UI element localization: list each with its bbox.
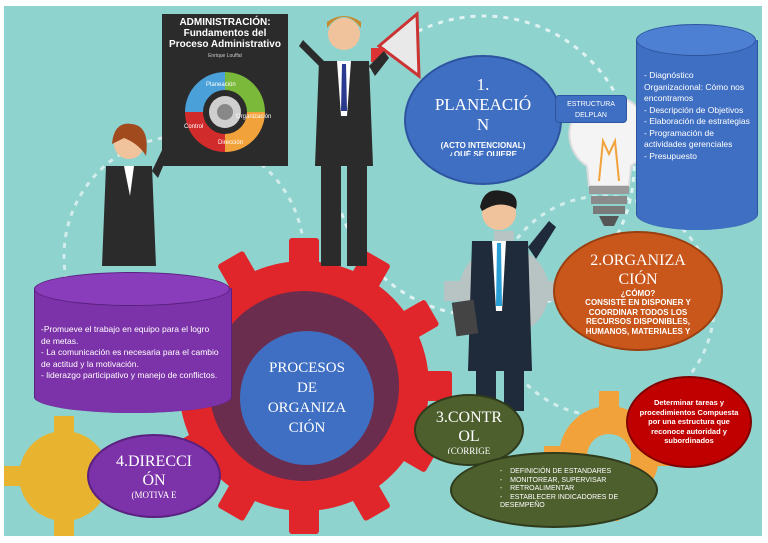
tareas-node: Determinar tareas y procedimientos Compu… [626,376,752,468]
organizacion-body: CONSISTE EN DISPONER Y COORDINAR TODOS L… [585,298,691,336]
book-title-line3: Proceso Administrativo [169,39,281,50]
process-cycle-icon [185,72,265,152]
control-list-item: - ESTABLECER INDICADORES DE DESEMPEÑO [500,493,619,510]
cycle-control: Control [184,124,204,130]
tareas-text: Determinar tareas y procedimientos Compu… [639,398,739,446]
planeacion-number: 1. [476,75,490,94]
planeacion-title-a: PLANEACIÓ [434,95,532,114]
organizacion-question: ¿CÓMO? [620,289,656,298]
control-title-a: 3.CONTR [435,409,503,426]
direccion-title-a: 4.DIRECCI [116,453,192,470]
plan-item: - Elaboración de estrategias [644,116,750,126]
control-list-node: - DEFINICIÓN DE ESTANDARES - MONITOREAR,… [450,452,658,528]
procesos-line3: ORGANIZA [267,400,347,416]
planeacion-subtitle: (ACTO INTENCIONAL) [440,141,526,150]
plan-item: - Presupuesto [644,150,697,161]
book-title-line2: Fundamentos del [183,28,267,39]
control-list-item: - RETROALIMENTAR [500,485,575,492]
control-node: 3.CONTR OL (CORRIGE [414,394,524,466]
organizacion-node: 2.ORGANIZA CIÓN ¿CÓMO? CONSISTE EN DISPO… [553,231,723,351]
control-list-item: - DEFINICIÓN DE ESTANDARES [500,468,612,475]
procesos-line1: PROCESOS [269,360,345,376]
estructura-line1: ESTRUCTURA [567,101,615,108]
businessman-tablet-icon [451,190,556,411]
book-title-line1: ADMINISTRACIÓN: [179,17,271,28]
book-cover: ADMINISTRACIÓN: Fundamentos del Proceso … [162,14,288,166]
control-list-item: - MONITOREAR, SUPERVISAR [500,476,607,484]
control-sub: (CORRIGE [447,446,491,454]
direccion-item: - liderazgo participativo y manejo de co… [41,370,218,380]
procesos-node: PROCESOS DE ORGANIZA CIÓN [240,331,374,465]
estructura-plan-label: ESTRUCTURA DELPLAN [555,95,627,123]
man-megaphone-icon [299,10,421,266]
plan-item: - Programación de actividades gerenciale… [644,127,733,150]
woman-phone-icon [102,123,170,266]
direccion-sub: (MOTIVA E [131,490,177,500]
direccion-item: -Promueve el trabajo en equipo para el l… [41,324,210,346]
estructura-line2: DELPLAN [575,112,607,119]
organizacion-title-a: 2.ORGANIZA [590,252,686,269]
cycle-planeacion: Planeación [206,82,236,88]
direccion-title-b: ÓN [142,472,166,489]
organizacion-title-b: CIÓN [618,271,658,288]
plan-item: - Diagnóstico Organizacional: Cómo nos e… [644,70,745,103]
direccion-item: - La comunicación es necesaria para el c… [41,347,219,369]
planeacion-node: 1. PLANEACIÓ N (ACTO INTENCIONAL) ¿QUÉ S… [404,55,562,185]
control-title-b: OL [458,428,480,445]
procesos-line2: DE [296,380,317,396]
diagram-canvas: ADMINISTRACIÓN: Fundamentos del Proceso … [4,6,762,536]
planeacion-title-b: N [476,115,490,134]
cycle-organizacion: Organización [236,114,272,120]
direccion-node: 4.DIRECCI ÓN (MOTIVA E [87,434,221,518]
book-author: Enrique Louffat [208,53,242,59]
cycle-direccion: Dirección [218,140,244,146]
plan-item: - Descripción de Objetivos [644,104,744,115]
procesos-line4: CIÓN [288,420,326,436]
planeacion-cut-text: ¿QUÉ SE QUIERE [448,150,517,156]
